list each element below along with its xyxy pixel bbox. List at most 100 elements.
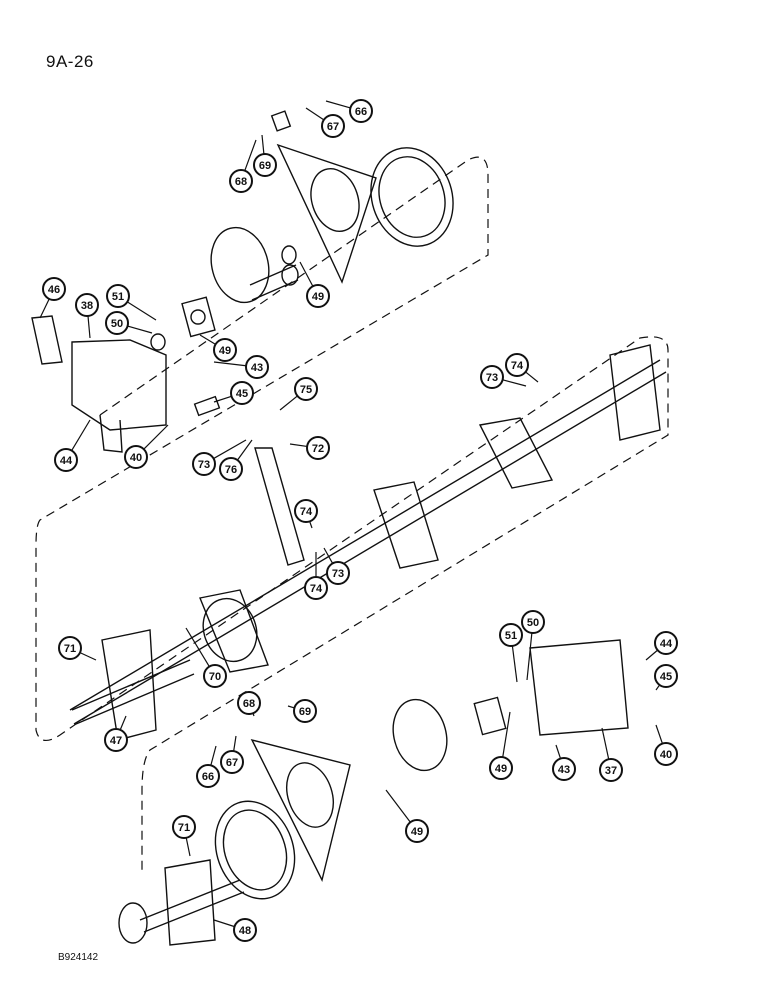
callout-label-50: 50: [111, 318, 123, 330]
callout-bubble-67: [220, 750, 244, 774]
callout-label-47: 47: [110, 735, 122, 747]
upper-triangular-shield: [276, 143, 377, 284]
assembly-outline-dashed: [35, 156, 669, 870]
callout-leader-74: [525, 371, 539, 383]
callout-leader-51: [511, 645, 518, 683]
callout-label-73: 73: [198, 459, 210, 471]
callout-bubble-50: [105, 311, 129, 335]
callout-bubble-68: [237, 691, 261, 715]
callout-label-76: 76: [225, 464, 237, 476]
upper-sleeve: [193, 395, 221, 417]
callout-bubble-47: [104, 728, 128, 752]
callout-bubble-66: [349, 99, 373, 123]
upper-mount-plate: [31, 315, 63, 365]
callout-label-40: 40: [660, 749, 672, 761]
callout-label-70: 70: [209, 671, 221, 683]
callout-bubble-40: [654, 742, 678, 766]
callout-leader-71: [79, 652, 97, 661]
callout-label-69: 69: [299, 706, 311, 718]
lower-stub-shaft: [139, 879, 245, 933]
callout-bubble-71: [172, 815, 196, 839]
callout-leader-66: [325, 100, 351, 109]
callout-leader-72: [289, 443, 308, 448]
callout-label-49: 49: [312, 291, 324, 303]
callout-label-73: 73: [486, 372, 498, 384]
callout-leader-73: [502, 379, 527, 387]
callout-bubble-51: [499, 623, 523, 647]
callout-leader-38: [87, 315, 91, 339]
callout-label-40: 40: [130, 452, 142, 464]
callout-label-68: 68: [235, 176, 247, 188]
callout-bubble-50: [521, 610, 545, 634]
upper-pulley-ring: [370, 147, 454, 247]
lower-end-disc: [118, 902, 148, 944]
callout-label-51: 51: [505, 630, 517, 642]
callout-leader-67: [305, 107, 325, 121]
callout-bubble-43: [552, 757, 576, 781]
callout-bubble-74: [304, 576, 328, 600]
lower-right-bearing-plate: [473, 696, 507, 736]
callout-bubble-73: [480, 365, 504, 389]
callout-leader-47: [119, 715, 127, 731]
callout-bubble-49: [306, 284, 330, 308]
lower-drive-plate: [164, 859, 216, 946]
callout-leader-71: [185, 837, 191, 857]
callout-label-66: 66: [355, 106, 367, 118]
callout-label-48: 48: [239, 925, 251, 937]
upper-hub: [281, 245, 297, 265]
callout-bubble-49: [213, 338, 237, 362]
callout-leader-75: [279, 395, 298, 411]
center-shaft: [69, 359, 667, 725]
callout-leader-43: [555, 744, 562, 759]
upper-spacer: [281, 264, 299, 286]
callout-label-44: 44: [660, 638, 673, 650]
upper-shield-opening: [310, 168, 360, 232]
lower-pulley-ring: [214, 800, 296, 900]
callout-leader-40: [655, 724, 663, 744]
callout-leader-45: [655, 684, 661, 691]
upper-top-bracket: [270, 110, 292, 132]
callout-label-71: 71: [178, 822, 190, 834]
callout-bubble-73: [192, 452, 216, 476]
callout-label-74: 74: [300, 506, 313, 518]
callout-label-71: 71: [64, 643, 76, 655]
upper-bearing-hole: [190, 309, 206, 325]
page-number: 9A-26: [46, 52, 94, 71]
upper-bearing: [150, 333, 166, 351]
callout-bubble-37: [599, 758, 623, 782]
upper-bearing-plate: [181, 296, 216, 338]
fan-hub-disc: [202, 597, 258, 663]
callout-bubble-45: [654, 664, 678, 688]
upper-shaft: [249, 264, 299, 301]
callout-bubble-45: [230, 381, 254, 405]
callout-label-46: 46: [48, 284, 60, 296]
callout-bubble-74: [505, 353, 529, 377]
callout-label-74: 74: [310, 583, 323, 595]
callout-bubble-46: [42, 277, 66, 301]
fan-paddle-3: [373, 481, 439, 569]
upper-mount-bracket: [71, 339, 167, 431]
callout-label-73: 73: [332, 568, 344, 580]
fan-paddle-1: [609, 344, 661, 441]
callout-leader-43: [213, 361, 247, 367]
lower-left-drive-plate: [101, 629, 157, 741]
callout-label-49: 49: [411, 826, 423, 838]
callout-leader-67: [233, 735, 237, 752]
callout-label-50: 50: [527, 617, 539, 629]
callout-bubble-71: [58, 636, 82, 660]
callout-leader-74: [309, 521, 313, 529]
callout-label-67: 67: [327, 121, 339, 133]
callout-leader-44: [71, 419, 91, 451]
lower-right-mount-bracket: [529, 639, 629, 736]
callout-leader-69: [261, 134, 265, 155]
callout-bubble-76: [219, 457, 243, 481]
callout-bubble-44: [54, 448, 78, 472]
callout-leader-76: [236, 439, 253, 461]
callout-label-66: 66: [202, 771, 214, 783]
callout-leader-49: [199, 334, 216, 345]
callout-leader-46: [39, 298, 50, 319]
callout-bubble-69: [293, 699, 317, 723]
callout-leader-70: [185, 627, 210, 667]
